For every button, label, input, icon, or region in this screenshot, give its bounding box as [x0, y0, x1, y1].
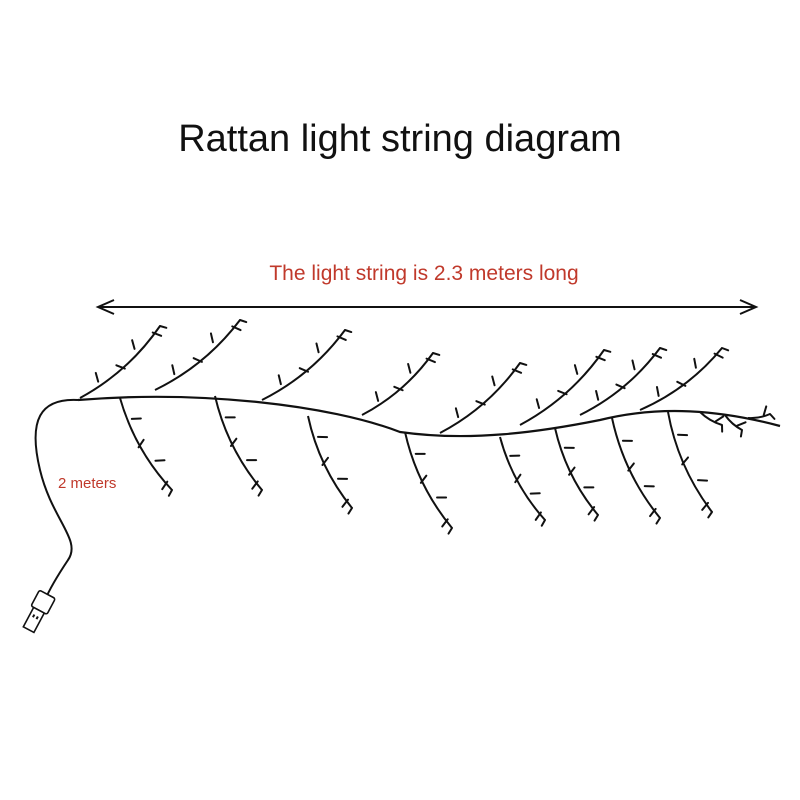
lower-branch	[404, 431, 453, 535]
upper-branch	[439, 362, 528, 434]
tail-sprig	[747, 405, 776, 420]
upper-branch	[154, 319, 248, 391]
tail-sprig	[724, 414, 747, 438]
diagram-title: Rattan light string diagram	[178, 118, 622, 160]
upper-branch	[79, 325, 168, 399]
upper-branch	[361, 352, 441, 416]
lower-branch	[307, 415, 353, 515]
upper-branch	[519, 349, 612, 426]
lower-branch	[554, 427, 599, 522]
usb-plug-icon	[22, 590, 56, 634]
lower-branch	[119, 397, 173, 497]
usb-cable	[34, 398, 79, 601]
lower-branch	[499, 436, 546, 527]
main-vine	[77, 395, 781, 438]
vine-branches	[79, 319, 776, 535]
lower-branch	[214, 395, 263, 497]
upper-branch	[579, 347, 668, 416]
length-annotation: The light string is 2.3 meters long	[269, 262, 579, 285]
upper-branch	[261, 329, 353, 401]
lower-branch	[667, 411, 713, 519]
tail-sprig	[699, 411, 725, 433]
double-headed-arrow-icon	[95, 299, 759, 315]
lower-branch	[611, 417, 661, 525]
upper-branch	[639, 347, 730, 411]
cable-length-annotation: 2 meters	[58, 475, 117, 492]
